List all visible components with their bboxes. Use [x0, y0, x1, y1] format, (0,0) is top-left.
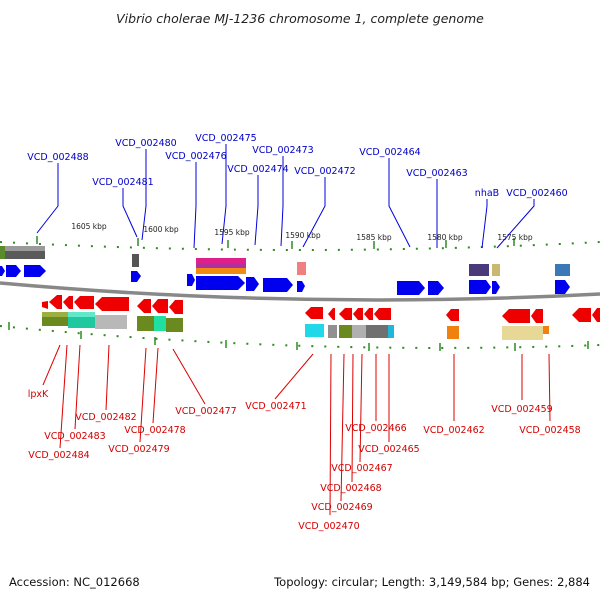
gene-label[interactable]: VCD_002459 [491, 404, 552, 415]
scale-label: 1580 kbp [427, 233, 463, 242]
top-labels: VCD_002488 VCD_002481 VCD_002480 VCD_002… [27, 133, 567, 199]
forward-gene [131, 271, 141, 282]
gene-label[interactable]: VCD_002476 [165, 151, 226, 162]
gene-label[interactable]: VCD_002478 [124, 425, 185, 436]
gene-label[interactable]: nhaB [475, 188, 499, 199]
accession-text: Accession: NC_012668 [9, 575, 140, 589]
forward-gene [555, 280, 570, 294]
forward-gene [397, 281, 425, 295]
gene-label[interactable]: VCD_002473 [252, 145, 313, 156]
gene-label[interactable]: VCD_002488 [27, 152, 88, 163]
reverse-gene [592, 308, 600, 322]
reverse-gene [353, 308, 363, 320]
forward-gene [24, 265, 46, 277]
gene-label[interactable]: VCD_002464 [359, 147, 420, 158]
forward-gene [428, 281, 444, 295]
genome-backbone [0, 281, 600, 302]
scale-label: 1575 kbp [497, 233, 533, 242]
forward-gene [263, 278, 293, 292]
gene-label[interactable]: VCD_002477 [175, 406, 236, 417]
gene-label[interactable]: VCD_002463 [406, 168, 467, 179]
gene-label[interactable]: VCD_002465 [358, 444, 419, 455]
reverse-gene-track [42, 295, 600, 323]
reverse-gene [63, 296, 73, 309]
reverse-gene [328, 308, 335, 320]
gene-label[interactable]: VCD_002482 [75, 412, 136, 423]
forward-gene [492, 281, 500, 294]
reverse-gene [305, 307, 323, 319]
reverse-gene [169, 300, 183, 314]
gene-label[interactable]: VCD_002468 [320, 483, 381, 494]
reverse-gene [74, 296, 94, 309]
forward-gene [6, 265, 21, 277]
gene-label[interactable]: VCD_002460 [506, 188, 567, 199]
gene-label[interactable]: VCD_002474 [227, 164, 288, 175]
gene-label[interactable]: VCD_002469 [311, 502, 372, 513]
scale-labels: 1605 kbp 1600 kbp 1595 kbp 1590 kbp 1585… [71, 222, 533, 242]
forward-gene [469, 280, 491, 294]
gene-label[interactable]: VCD_002484 [28, 450, 89, 461]
map-title: Vibrio cholerae MJ-1236 chromosome 1, co… [116, 11, 484, 26]
scale-label: 1585 kbp [356, 233, 392, 242]
gene-label[interactable]: VCD_002471 [245, 401, 306, 412]
bottom-labels: lpxK VCD_002484 VCD_002483 VCD_002482 VC… [28, 389, 581, 532]
forward-gene [246, 277, 259, 291]
forward-gene [187, 274, 195, 286]
upper-tick-track [0, 236, 600, 251]
gene-label[interactable]: VCD_002475 [195, 133, 256, 144]
gene-label[interactable]: VCD_002458 [519, 425, 580, 436]
scale-label: 1590 kbp [285, 231, 321, 240]
gene-label[interactable]: VCD_002480 [115, 138, 176, 149]
bottom-leader-lines [42, 344, 551, 516]
gene-label[interactable]: VCD_002466 [345, 423, 406, 434]
gene-label[interactable]: VCD_002467 [331, 463, 392, 474]
upper-feature-track [0, 246, 570, 276]
reverse-gene [339, 308, 352, 320]
top-leader-lines [36, 144, 535, 249]
gene-label[interactable]: VCD_002462 [423, 425, 484, 436]
gene-label[interactable]: VCD_002481 [92, 177, 153, 188]
reverse-gene [364, 308, 373, 320]
forward-gene [196, 276, 245, 290]
reverse-gene [374, 308, 391, 320]
reverse-gene [152, 299, 168, 313]
reverse-gene [531, 309, 543, 323]
gene-label[interactable]: VCD_002479 [108, 444, 169, 455]
reverse-gene [572, 308, 591, 322]
gene-label[interactable]: VCD_002472 [294, 166, 355, 177]
gene-label[interactable]: VCD_002470 [298, 521, 359, 532]
genome-summary-text: Topology: circular; Length: 3,149,584 bp… [273, 575, 590, 589]
forward-gene-track [0, 265, 570, 295]
reverse-gene [49, 295, 62, 309]
scale-label: 1605 kbp [71, 222, 107, 231]
lower-feature-track [42, 312, 549, 340]
forward-gene [0, 266, 5, 276]
reverse-gene [446, 309, 459, 321]
reverse-gene [42, 301, 48, 309]
reverse-gene [502, 309, 530, 323]
scale-label: 1595 kbp [214, 228, 250, 237]
scale-label: 1600 kbp [143, 225, 179, 234]
reverse-gene [137, 299, 151, 313]
gene-label[interactable]: VCD_002483 [44, 431, 105, 442]
lower-tick-track [0, 322, 600, 351]
forward-gene [297, 281, 305, 292]
reverse-gene [95, 297, 129, 311]
gene-label[interactable]: lpxK [28, 389, 49, 400]
